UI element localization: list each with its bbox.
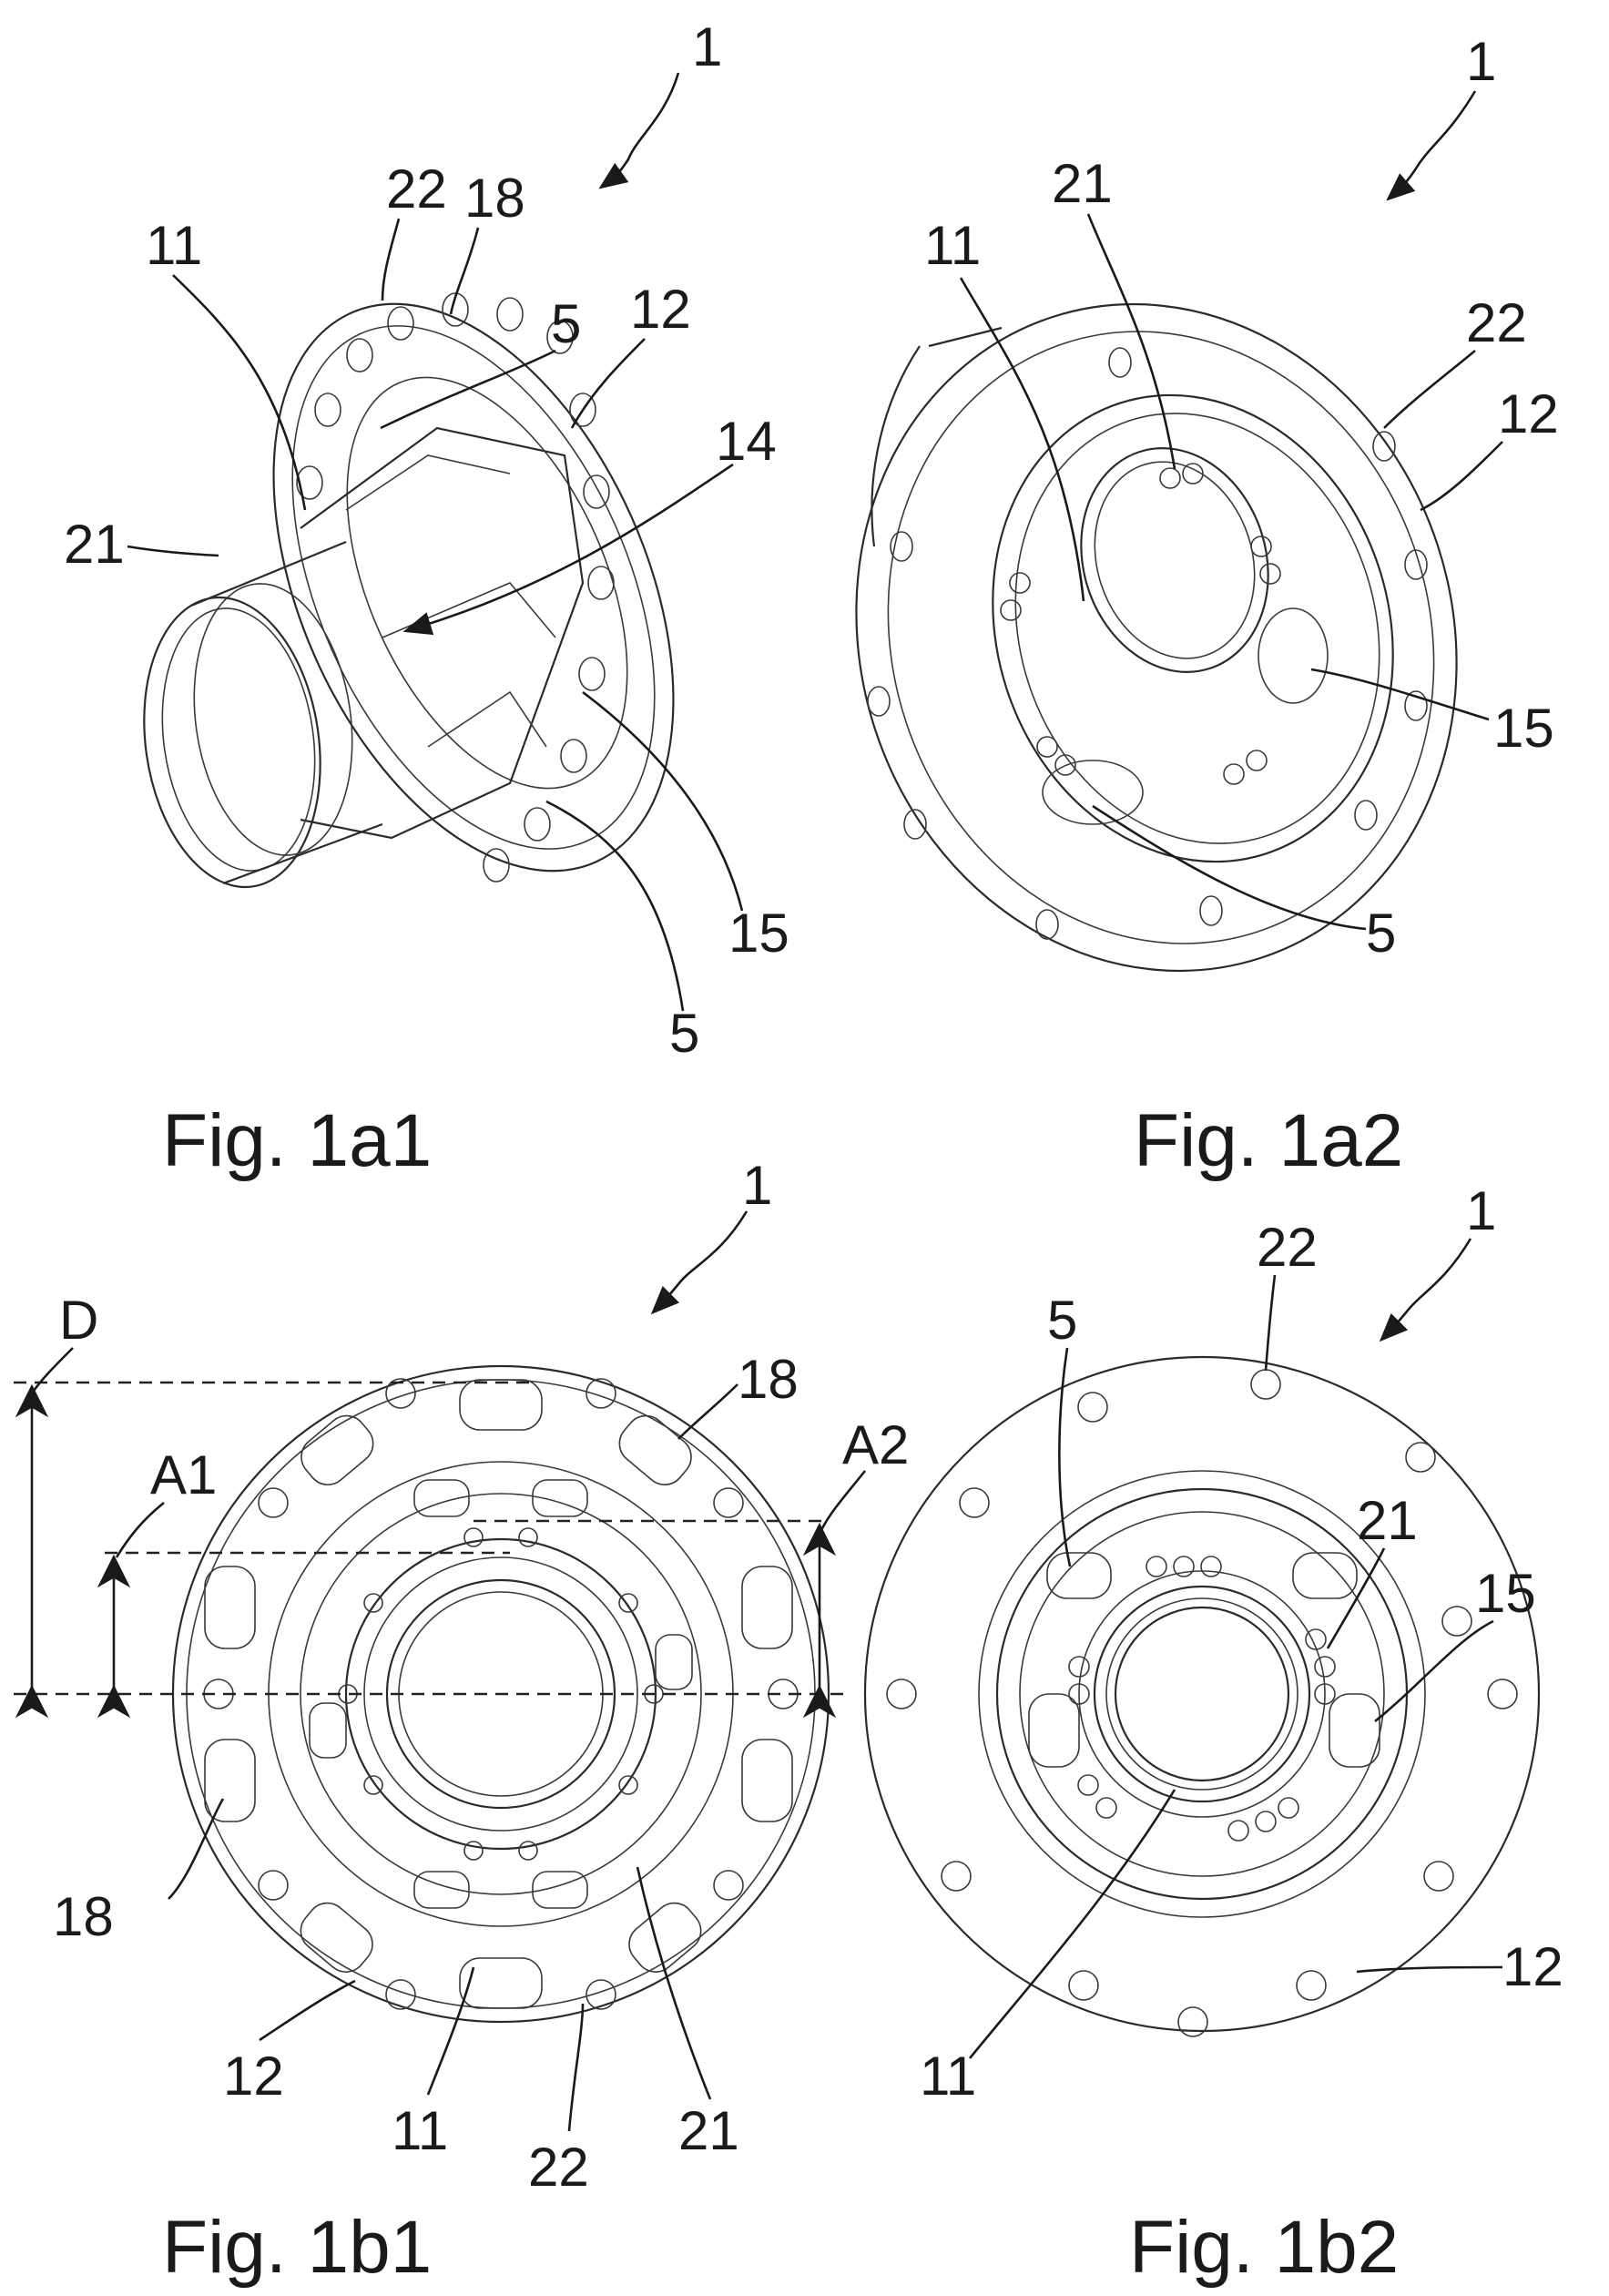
fig-1b2-label-15: 15	[1475, 1563, 1536, 1624]
fig-1b2-label-12: 12	[1502, 1936, 1563, 1997]
fig-1a2-label-12: 12	[1498, 383, 1559, 444]
fig-1a1-label-14: 14	[716, 411, 777, 472]
fig-1b2-label-11: 11	[920, 2046, 976, 2107]
fig-1a1-label-15: 15	[728, 903, 789, 964]
fig-1a2-label-22: 22	[1466, 292, 1527, 353]
fig-1a1-label-21: 21	[64, 514, 125, 575]
fig-1b1-label-D: D	[59, 1290, 98, 1351]
fig-1b2-caption: Fig. 1b2	[1129, 2206, 1399, 2289]
fig-1b1-label-12: 12	[223, 2046, 284, 2107]
fig-1b1-label-18-left: 18	[53, 1886, 114, 1947]
fig-1b2-label-22: 22	[1257, 1217, 1318, 1278]
figure-1a1-drawing: 1 22 18 11 5 12 14 21 15 5 Fig. 1a1	[64, 16, 789, 1182]
fig-1a1-label-22: 22	[386, 158, 447, 219]
fig-1b1-label-21: 21	[678, 2100, 739, 2161]
fig-1a1-label-1: 1	[692, 16, 722, 77]
fig-1a2-label-1: 1	[1466, 31, 1496, 92]
fig-1b1-label-18-top: 18	[738, 1349, 799, 1410]
fig-1b1-caption: Fig. 1b1	[162, 2206, 432, 2289]
fig-1a1-caption: Fig. 1a1	[162, 1099, 432, 1182]
fig-1a1-label-12: 12	[630, 279, 691, 340]
figure-1b1-drawing: 1 D 18 A1 A2 18 12 11 22 21 Fig. 1b1	[14, 1155, 909, 2289]
fig-1b1-label-11: 11	[392, 2100, 448, 2161]
fig-1b2-label-5: 5	[1047, 1290, 1077, 1351]
fig-1a2-label-15: 15	[1493, 698, 1554, 759]
figure-1b2-drawing: 1 22 5 21 15 12 11 Fig. 1b2	[865, 1180, 1563, 2289]
fig-1a1-label-18: 18	[464, 168, 525, 229]
fig-1b1-label-A1: A1	[150, 1444, 217, 1505]
fig-1a2-caption: Fig. 1a2	[1134, 1099, 1403, 1182]
fig-1a1-label-11: 11	[146, 215, 202, 276]
fig-1b2-label-21: 21	[1357, 1490, 1418, 1551]
fig-1a1-label-5b: 5	[669, 1003, 699, 1064]
fig-1b2-label-1: 1	[1466, 1180, 1496, 1241]
fig-1b1-label-A2: A2	[842, 1414, 909, 1475]
fig-1a2-label-5: 5	[1366, 903, 1396, 964]
figure-1a2-drawing: 1 21 11 22 12 15 5 Fig. 1a2	[771, 31, 1559, 1182]
fig-1b1-label-22: 22	[528, 2137, 589, 2198]
fig-1b1-label-1: 1	[742, 1155, 772, 1216]
fig-1a2-label-21: 21	[1052, 153, 1113, 214]
fig-1a2-label-11: 11	[924, 215, 981, 276]
fig-1a1-label-5: 5	[551, 293, 581, 354]
